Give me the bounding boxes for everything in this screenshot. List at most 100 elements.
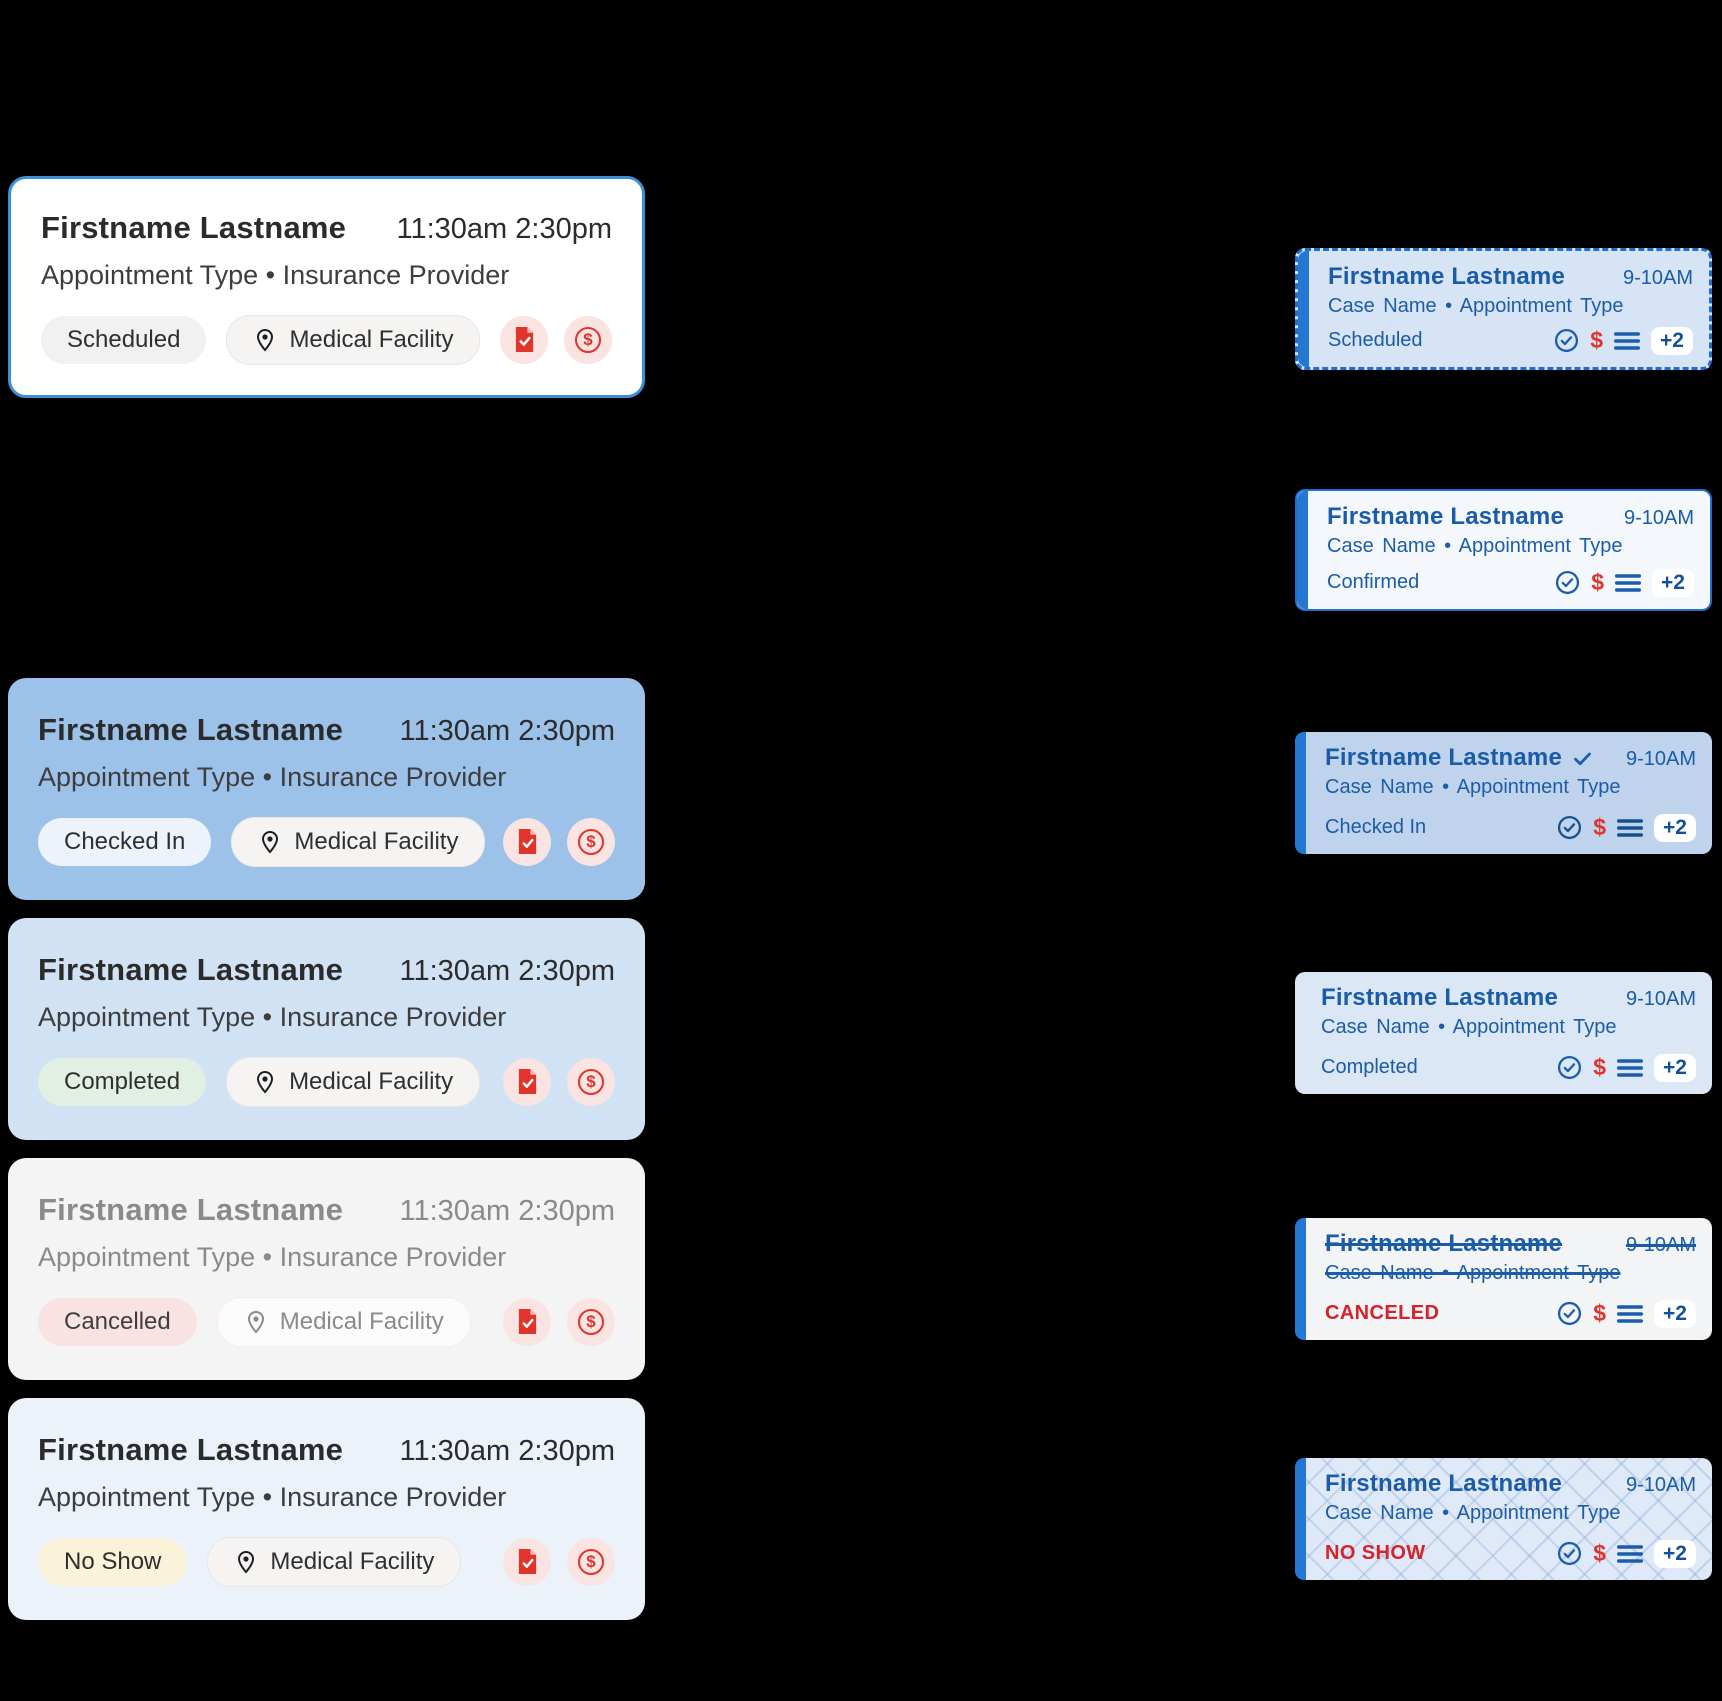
location-pill[interactable]: Medical Facility — [207, 1536, 462, 1587]
patient-name: Firstname Lastname — [38, 711, 344, 747]
event-time: 9-10AM — [1625, 1474, 1696, 1496]
patient-name: Firstname Lastname — [1325, 1230, 1563, 1257]
location-label: Medical Facility — [294, 827, 459, 855]
claims-document-button[interactable] — [503, 817, 551, 866]
circle-check-icon[interactable] — [1555, 570, 1580, 595]
list-lines-icon[interactable] — [1617, 818, 1644, 838]
circle-check-icon[interactable] — [1554, 328, 1579, 353]
location-label: Medical Facility — [289, 325, 454, 353]
list-lines-icon[interactable] — [1617, 1058, 1644, 1078]
billing-button[interactable]: $ — [564, 315, 612, 364]
event-footer: NO SHOW $ +2 — [1325, 1539, 1696, 1568]
location-pill[interactable]: Medical Facility — [226, 314, 481, 365]
list-lines-icon[interactable] — [1614, 331, 1641, 351]
claims-document-button[interactable] — [503, 1297, 551, 1346]
patient-name: Firstname Lastname — [1325, 1470, 1563, 1497]
event-footer: CANCELED $ +2 — [1325, 1299, 1696, 1328]
event-subtitle: Case Name • Appointment Type — [1325, 1502, 1621, 1524]
document-check-icon — [518, 829, 536, 854]
card-actions: $ — [503, 1537, 615, 1586]
calendar-event-checked-in[interactable]: Firstname Lastname 9-10AM Case Name • Ap… — [1295, 732, 1712, 854]
event-time: 9-10AM — [1625, 988, 1696, 1010]
dollar-icon[interactable]: $ — [1593, 1054, 1607, 1081]
event-name-group: Firstname Lastname — [1321, 984, 1558, 1012]
patient-name: Firstname Lastname — [41, 209, 347, 245]
calendar-event-canceled[interactable]: Firstname Lastname 9-10AM Case Name • Ap… — [1295, 1218, 1712, 1340]
claims-document-button[interactable] — [503, 1537, 551, 1586]
dollar-icon[interactable]: $ — [1593, 814, 1607, 841]
more-count-badge[interactable]: +2 — [1654, 1539, 1696, 1568]
status-badge: Cancelled — [38, 1297, 197, 1346]
list-lines-icon[interactable] — [1617, 1304, 1644, 1324]
more-count-badge[interactable]: +2 — [1651, 326, 1693, 355]
document-check-icon — [518, 1069, 536, 1094]
appointment-time: 11:30am 2:30pm — [396, 212, 613, 245]
location-pin-icon — [257, 328, 274, 351]
event-header: Firstname Lastname 9-10AM — [1325, 744, 1696, 772]
dollar-icon[interactable]: $ — [1591, 569, 1605, 596]
event-subtitle: Case Name • Appointment Type — [1327, 535, 1623, 557]
patient-name: Firstname Lastname — [1321, 984, 1559, 1011]
claims-document-button[interactable] — [500, 315, 548, 364]
appointment-subtitle: Appointment Type • Insurance Provider — [38, 1481, 507, 1512]
appointment-card-completed[interactable]: Firstname Lastname 11:30am 2:30pm Appoin… — [8, 918, 645, 1140]
event-subtitle: Case Name • Appointment Type — [1328, 295, 1624, 317]
dollar-icon[interactable]: $ — [1590, 327, 1604, 354]
list-lines-icon[interactable] — [1617, 1544, 1644, 1564]
billing-button[interactable]: $ — [567, 1537, 615, 1586]
list-lines-icon[interactable] — [1615, 573, 1642, 593]
claims-document-button[interactable] — [503, 1057, 551, 1106]
dollar-icon[interactable]: $ — [1593, 1300, 1607, 1327]
billing-button[interactable]: $ — [567, 1057, 615, 1106]
event-header: Firstname Lastname 9-10AM — [1325, 1470, 1696, 1498]
more-count-badge[interactable]: +2 — [1654, 1053, 1696, 1082]
event-actions: $ +2 — [1555, 568, 1694, 597]
appointment-subtitle: Appointment Type • Insurance Provider — [41, 259, 510, 290]
location-label: Medical Facility — [279, 1307, 444, 1335]
card-actions: $ — [503, 1297, 615, 1346]
card-footer: No Show Medical Facility $ — [38, 1536, 615, 1587]
circle-check-icon[interactable] — [1557, 1301, 1582, 1326]
event-footer: Scheduled $ +2 — [1328, 326, 1693, 355]
more-count-badge[interactable]: +2 — [1654, 1299, 1696, 1328]
dollar-circle-icon: $ — [578, 1308, 604, 1335]
appointment-card-no-show[interactable]: Firstname Lastname 11:30am 2:30pm Appoin… — [8, 1398, 645, 1620]
document-check-icon — [518, 1549, 536, 1574]
card-header: Firstname Lastname 11:30am 2:30pm — [41, 210, 612, 246]
circle-check-icon[interactable] — [1557, 815, 1582, 840]
checked-in-check-icon — [1574, 752, 1591, 765]
event-name-group: Firstname Lastname — [1328, 263, 1565, 291]
card-header: Firstname Lastname 11:30am 2:30pm — [38, 712, 615, 748]
location-pill[interactable]: Medical Facility — [226, 1056, 481, 1107]
event-status: Checked In — [1325, 816, 1427, 839]
more-count-badge[interactable]: +2 — [1654, 813, 1696, 842]
appointment-card-scheduled[interactable]: Firstname Lastname 11:30am 2:30pm Appoin… — [8, 176, 645, 398]
status-badge: Completed — [38, 1057, 207, 1106]
patient-name: Firstname Lastname — [38, 951, 344, 987]
circle-check-icon[interactable] — [1557, 1541, 1582, 1566]
event-header: Firstname Lastname 9-10AM — [1325, 1230, 1696, 1258]
calendar-event-scheduled[interactable]: Firstname Lastname 9-10AM Case Name • Ap… — [1295, 248, 1712, 370]
dollar-icon[interactable]: $ — [1593, 1540, 1607, 1567]
card-actions: $ — [503, 1057, 615, 1106]
event-name-group: Firstname Lastname — [1325, 1470, 1562, 1498]
event-time: 9-10AM — [1625, 748, 1696, 770]
calendar-event-no-show[interactable]: Firstname Lastname 9-10AM Case Name • Ap… — [1295, 1458, 1712, 1580]
calendar-event-confirmed[interactable]: Firstname Lastname 9-10AM Case Name • Ap… — [1295, 489, 1712, 611]
card-footer: Checked In Medical Facility $ — [38, 816, 615, 867]
more-count-badge[interactable]: +2 — [1652, 568, 1694, 597]
location-label: Medical Facility — [270, 1547, 435, 1575]
event-footer: Confirmed $ +2 — [1327, 568, 1694, 597]
location-pill[interactable]: Medical Facility — [216, 1296, 471, 1347]
billing-button[interactable]: $ — [567, 817, 615, 866]
billing-button[interactable]: $ — [567, 1297, 615, 1346]
patient-name: Firstname Lastname — [38, 1191, 344, 1227]
circle-check-icon[interactable] — [1557, 1055, 1582, 1080]
card-header: Firstname Lastname 11:30am 2:30pm — [38, 1192, 615, 1228]
appointment-card-checked-in[interactable]: Firstname Lastname 11:30am 2:30pm Appoin… — [8, 678, 645, 900]
event-name-group: Firstname Lastname — [1325, 1230, 1562, 1258]
card-header: Firstname Lastname 11:30am 2:30pm — [38, 1432, 615, 1468]
calendar-event-completed[interactable]: Firstname Lastname 9-10AM Case Name • Ap… — [1295, 972, 1712, 1094]
location-pill[interactable]: Medical Facility — [231, 816, 486, 867]
appointment-card-cancelled[interactable]: Firstname Lastname 11:30am 2:30pm Appoin… — [8, 1158, 645, 1380]
